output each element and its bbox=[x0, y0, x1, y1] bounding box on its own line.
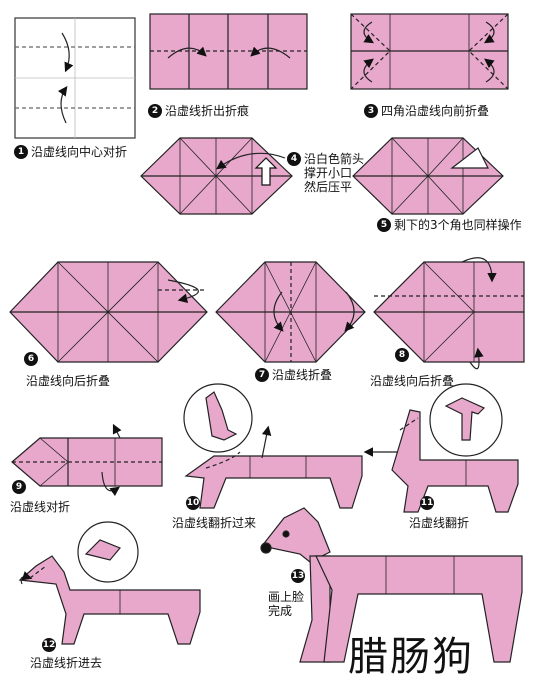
step7-label: 7 沿虚线折叠 bbox=[255, 368, 332, 382]
step-number-badge: 9 bbox=[12, 480, 26, 494]
step-text-line: 撑开小口 bbox=[304, 166, 353, 180]
step-text: 剩下的3个角也同样操作 bbox=[394, 218, 522, 232]
step-text-line: 沿白色箭头 bbox=[304, 152, 365, 166]
step11-number: 11 bbox=[420, 496, 437, 510]
step-number-badge: 3 bbox=[364, 104, 378, 118]
step4-squash-fold bbox=[140, 137, 293, 215]
step9-label: 沿虚线对折 bbox=[10, 500, 71, 514]
step-number-badge: 1 bbox=[14, 145, 28, 159]
step-number-badge: 5 bbox=[377, 218, 391, 232]
step2-label: 2 沿虚线折出折痕 bbox=[148, 104, 249, 118]
step-number-badge: 6 bbox=[24, 352, 38, 366]
step6-fold-back bbox=[9, 261, 208, 363]
step-text: 沿虚线折叠 bbox=[272, 368, 333, 382]
step-number-badge: 2 bbox=[148, 104, 162, 118]
step3-fold-corners bbox=[350, 13, 509, 90]
step-number-badge: 7 bbox=[255, 368, 269, 382]
step6-label: 沿虚线向后折叠 bbox=[26, 374, 111, 388]
step11-fold bbox=[363, 383, 519, 513]
step10-label: 沿虚线翻折过来 bbox=[172, 516, 257, 530]
step8-number: 8 bbox=[395, 348, 412, 362]
step-number-badge: 4 bbox=[287, 152, 301, 166]
step6-number: 6 bbox=[24, 352, 41, 366]
step-text-line: 然后压平 bbox=[304, 180, 353, 194]
step5-repeat-corners bbox=[352, 137, 504, 215]
step-number-badge: 8 bbox=[395, 348, 409, 362]
step10-fold-over bbox=[183, 383, 363, 509]
step3-label: 3 四角沿虚线向前折叠 bbox=[364, 104, 489, 118]
step-text-line: 画上脸 bbox=[268, 590, 305, 604]
step13-finished-dog bbox=[260, 507, 523, 663]
page-title: 腊肠狗 bbox=[348, 634, 474, 680]
step9-number: 9 bbox=[12, 480, 29, 494]
step-number-badge: 12 bbox=[42, 638, 56, 652]
step8-fold-back bbox=[373, 257, 525, 370]
step-text-line: 完成 bbox=[268, 604, 293, 618]
step8-label: 沿虚线向后折叠 bbox=[370, 374, 455, 388]
step-text: 沿虚线折出折痕 bbox=[165, 104, 250, 118]
step2-fold-crease bbox=[149, 13, 308, 90]
step9-fold-half bbox=[11, 423, 163, 497]
step1-square-paper bbox=[14, 17, 136, 139]
step5-label: 5 剩下的3个角也同样操作 bbox=[377, 218, 522, 232]
step-text: 沿虚线向中心对折 bbox=[31, 145, 128, 159]
step4-label: 4 沿白色箭头 撑开小口 然后压平 bbox=[287, 152, 364, 194]
step-number-badge: 10 bbox=[186, 496, 200, 510]
step13-label: 画上脸 完成 bbox=[268, 590, 304, 618]
step-text: 四角沿虚线向前折叠 bbox=[381, 104, 490, 118]
step12-label: 沿虚线折进去 bbox=[30, 656, 103, 670]
step12-number: 12 bbox=[42, 638, 59, 652]
step-number-badge: 13 bbox=[291, 569, 305, 583]
step11-label: 沿虚线翻折 bbox=[409, 516, 470, 530]
step7-fold bbox=[215, 261, 366, 363]
step10-number: 10 bbox=[186, 496, 203, 510]
step12-inside-fold bbox=[18, 521, 201, 645]
step-number-badge: 11 bbox=[420, 496, 434, 510]
step13-number: 13 bbox=[291, 569, 308, 583]
step1-label: 1 沿虚线向中心对折 bbox=[14, 145, 127, 159]
